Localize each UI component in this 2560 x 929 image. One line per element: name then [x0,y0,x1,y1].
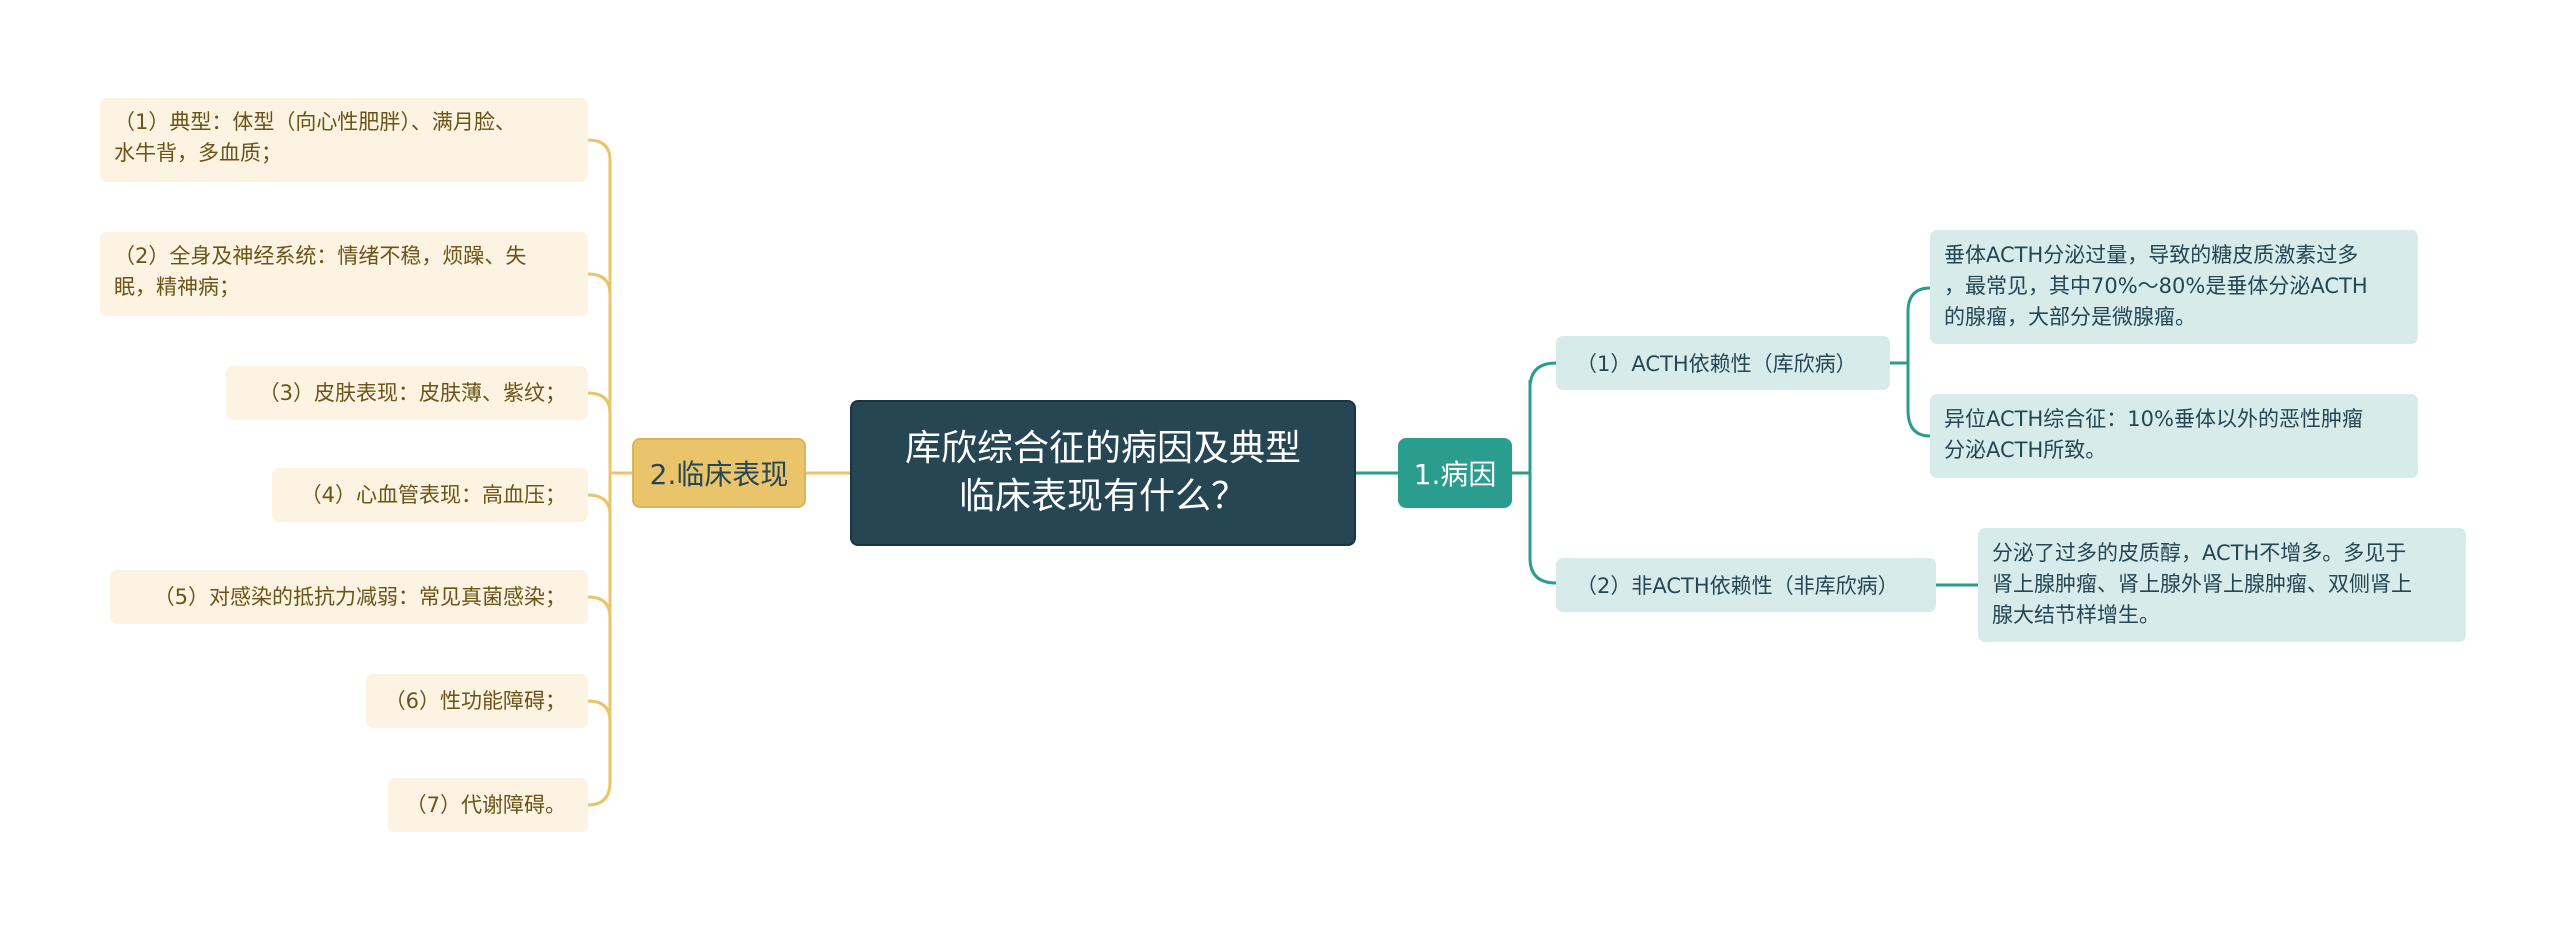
cause-leaf-cortisol-line-3: 腺大结节样增生。 [1992,603,2160,627]
clinical-item-skin[interactable]: （3）皮肤表现：皮肤薄、紫纹； [226,366,588,420]
sub1-to-leaves-line [1890,286,1931,438]
central-topic-line-2: 临床表现有什么？ [958,476,1247,517]
cause-leaf-pituitary-line-2: ，最常见，其中70%～80%是垂体分泌ACTH [1944,274,2368,298]
cause-to-subs-line [1512,361,1557,585]
clinical-item-metabolic[interactable]: （7）代谢障碍。 [388,778,588,832]
cause-leaf-pituitary-line-3: 的腺瘤，大部分是微腺瘤。 [1944,305,2196,329]
cause-sub-acth-independent-label: （2）非ACTH依赖性（非库欣病） [1576,574,1899,598]
cause-leaf-pituitary-line-1: 垂体ACTH分泌过量，导致的糖皮质激素过多 [1944,243,2359,267]
clinical-item-sexual-function[interactable]: （6）性功能障碍； [366,674,588,728]
cause-sub-acth-independent[interactable]: （2）非ACTH依赖性（非库欣病） [1556,558,1936,612]
clinical-item-nervous-line-1: （2）全身及神经系统：情绪不稳，烦躁、失 [114,244,527,268]
branch-clinical-label: 2.临床表现 [649,458,789,491]
clinical-item-nervous[interactable]: （2）全身及神经系统：情绪不稳，烦躁、失 眠，精神病； [100,232,588,316]
clinical-item-typical-line-2: 水牛背，多血质； [114,141,282,165]
clinical-item-typical-line-1: （1）典型：体型（向心性肥胖）、满月脸、 [114,110,516,134]
cause-leaf-pituitary[interactable]: 垂体ACTH分泌过量，导致的糖皮质激素过多 ，最常见，其中70%～80%是垂体分… [1930,230,2418,344]
clinical-item-cardiovascular[interactable]: （4）心血管表现：高血压； [272,468,588,522]
cause-leaf-cortisol[interactable]: 分泌了过多的皮质醇，ACTH不增多。多见于 肾上腺肿瘤、肾上腺外肾上腺肿瘤、双侧… [1978,528,2466,642]
cause-sub-acth-dependent-label: （1）ACTH依赖性（库欣病） [1576,352,1857,376]
clinical-item-infection[interactable]: （5）对感染的抵抗力减弱：常见真菌感染； [110,570,588,624]
central-topic-line-1: 库欣综合征的病因及典型 [904,428,1301,469]
central-topic[interactable]: 库欣综合征的病因及典型 临床表现有什么？ [850,400,1356,546]
cause-leaf-cortisol-line-2: 肾上腺肿瘤、肾上腺外肾上腺肿瘤、双侧肾上 [1992,572,2412,596]
clinical-item-cardiovascular-label: （4）心血管表现：高血压； [300,482,566,507]
clinical-item-typical[interactable]: （1）典型：体型（向心性肥胖）、满月脸、 水牛背，多血质； [100,98,588,182]
cause-leaf-ectopic[interactable]: 异位ACTH综合征：10%垂体以外的恶性肿瘤 分泌ACTH所致。 [1930,394,2418,478]
branch-clinical[interactable]: 2.临床表现 [632,438,806,508]
branch-cause[interactable]: 1.病因 [1398,438,1512,508]
clinical-item-skin-label: （3）皮肤表现：皮肤薄、紫纹； [258,380,566,405]
cause-leaf-ectopic-line-1: 异位ACTH综合征：10%垂体以外的恶性肿瘤 [1944,407,2363,431]
cause-leaf-cortisol-line-1: 分泌了过多的皮质醇，ACTH不增多。多见于 [1992,541,2407,565]
branch-cause-label: 1.病因 [1413,458,1497,491]
clinical-item-metabolic-label: （7）代谢障碍。 [405,792,566,817]
clinical-to-items-line [587,138,632,807]
cause-leaf-ectopic-line-2: 分泌ACTH所致。 [1944,438,2107,462]
clinical-item-infection-label: （5）对感染的抵抗力减弱：常见真菌感染； [153,584,566,609]
clinical-item-nervous-line-2: 眠，精神病； [114,275,240,299]
cause-sub-acth-dependent[interactable]: （1）ACTH依赖性（库欣病） [1556,336,1890,390]
clinical-item-sexual-function-label: （6）性功能障碍； [384,688,566,713]
